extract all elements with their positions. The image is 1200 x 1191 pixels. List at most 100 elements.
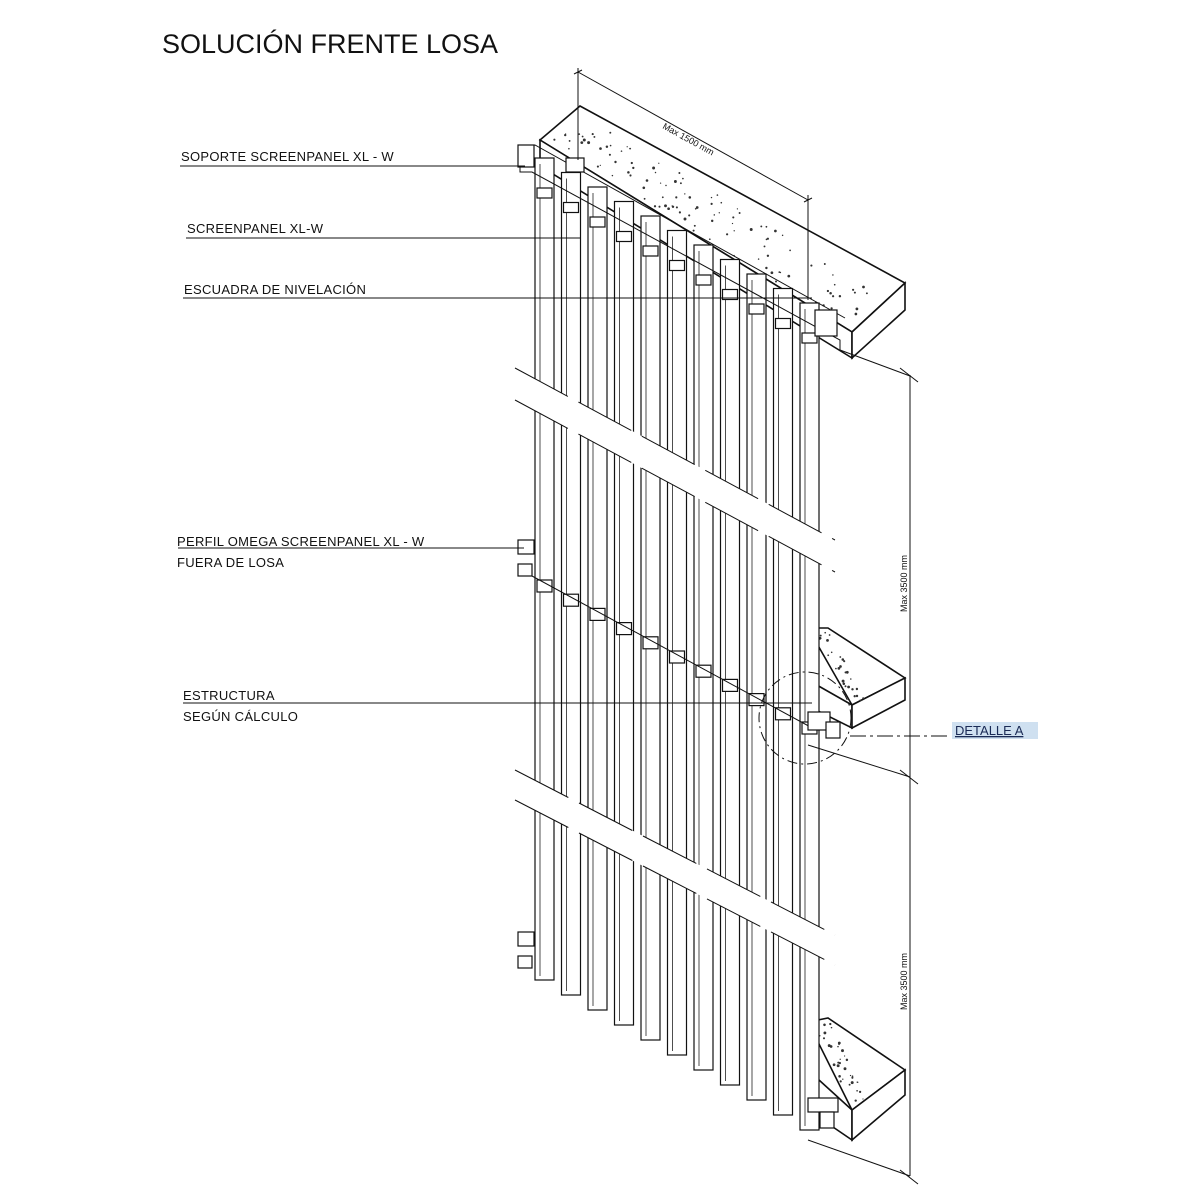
label-screenpanel: SCREENPANEL XL-W <box>187 221 324 236</box>
screenpanel-slat <box>587 186 608 1011</box>
concrete-speckle <box>842 681 845 683</box>
concrete-speckle <box>757 258 760 260</box>
concrete-speckle <box>851 1075 854 1078</box>
concrete-speckle <box>725 233 729 236</box>
concrete-speckle <box>611 174 614 177</box>
slat-clip <box>695 274 712 286</box>
height-lower-label: Max 3500 mm <box>899 953 909 1010</box>
concrete-speckle <box>708 238 711 241</box>
concrete-speckle <box>710 196 713 199</box>
label-segun-calculo: SEGÚN CÁLCULO <box>183 709 298 724</box>
concrete-speckle <box>627 171 630 174</box>
concrete-speckle <box>605 145 609 148</box>
concrete-speckle <box>578 133 581 135</box>
concrete-speckle <box>587 141 591 145</box>
concrete-speckle <box>710 219 714 223</box>
concrete-speckle <box>609 144 612 147</box>
concrete-speckle <box>847 685 850 689</box>
concrete-speckle <box>839 665 842 668</box>
concrete-speckle <box>778 271 781 273</box>
concrete-speckle <box>718 212 720 214</box>
omega-profile-bracket <box>517 539 817 731</box>
concrete-speckle <box>683 217 687 221</box>
concrete-speckle <box>679 182 682 185</box>
concrete-speckle <box>720 201 723 204</box>
concrete-speckle <box>620 150 623 152</box>
concrete-speckle <box>626 146 628 148</box>
screenpanel-slats <box>534 157 820 1131</box>
concrete-speckle <box>682 177 684 180</box>
concrete-speckle <box>845 670 849 674</box>
concrete-speckle <box>684 193 686 195</box>
concrete-speckle <box>841 658 845 661</box>
concrete-speckle <box>827 1044 831 1048</box>
concrete-speckle <box>781 234 784 237</box>
concrete-speckle <box>850 678 852 680</box>
concrete-speckle <box>826 639 829 642</box>
concrete-speckle <box>553 138 556 141</box>
label-detalle-a: DETALLE A <box>955 723 1024 738</box>
slat-clip <box>668 650 686 664</box>
slat-clip <box>721 678 739 693</box>
concrete-speckle <box>858 1090 862 1094</box>
concrete-speckle <box>673 180 677 183</box>
concrete-speckle <box>855 307 859 311</box>
concrete-speckle <box>823 1023 826 1027</box>
concrete-speckle <box>854 1099 857 1102</box>
concrete-speckle <box>731 222 734 225</box>
concrete-speckle <box>835 667 837 670</box>
concrete-speckle <box>838 1075 841 1078</box>
concrete-speckle <box>841 1049 844 1053</box>
concrete-speckle <box>865 292 868 295</box>
label-soporte-screenpanel: SOPORTE SCREENPANEL XL - W <box>181 149 394 164</box>
slat-clip <box>642 636 659 650</box>
concrete-speckle <box>851 688 854 691</box>
concrete-speckle <box>838 1043 840 1046</box>
concrete-speckle <box>837 1045 839 1048</box>
concrete-speckle <box>659 182 662 184</box>
label-perfil-omega: PERFIL OMEGA SCREENPANEL XL - W <box>177 534 425 549</box>
concrete-speckle <box>824 631 827 634</box>
concrete-speckle <box>664 204 667 208</box>
slat-clip <box>801 332 818 344</box>
screenpanel-slat <box>719 258 741 1086</box>
concrete-speckle <box>789 249 791 252</box>
label-fuera-de-losa: FUERA DE LOSA <box>177 555 284 570</box>
concrete-speckle <box>693 224 696 227</box>
bottom-support-bracket <box>807 1097 839 1129</box>
slat-clip <box>589 607 606 622</box>
concrete-speckle <box>856 1089 858 1092</box>
concrete-speckle <box>738 212 741 214</box>
concrete-speckle <box>765 266 768 270</box>
concrete-speckle <box>593 135 596 138</box>
concrete-speckle <box>642 186 646 190</box>
concrete-speckle <box>854 312 858 316</box>
slat-clip <box>615 230 633 243</box>
concrete-speckle <box>568 139 571 142</box>
concrete-speckle <box>653 205 657 208</box>
concrete-speckle <box>632 166 635 170</box>
concrete-speckle <box>829 1022 832 1026</box>
concrete-speckle <box>678 211 682 214</box>
screenpanel-slat <box>666 229 688 1056</box>
screenpanel-slat <box>746 273 767 1101</box>
concrete-speckle <box>713 214 716 216</box>
concrete-speckle <box>862 1098 864 1100</box>
slat-clip <box>748 303 765 315</box>
concrete-speckle <box>732 216 735 219</box>
concrete-speckle <box>851 1076 854 1079</box>
slat-clip <box>642 245 659 257</box>
concrete-speckle <box>838 294 842 298</box>
concrete-speckle <box>838 1065 840 1067</box>
label-estructura: ESTRUCTURA <box>183 688 275 703</box>
concrete-speckle <box>823 263 826 265</box>
concrete-speckle <box>843 660 846 663</box>
concrete-speckle <box>831 295 835 298</box>
concrete-speckle <box>665 184 667 187</box>
break-band-lower <box>514 769 836 966</box>
concrete-speckle <box>695 206 699 209</box>
concrete-speckle <box>844 685 847 688</box>
concrete-speckle <box>859 699 861 701</box>
width-dimension-label: Max 1500 mm <box>661 121 716 157</box>
